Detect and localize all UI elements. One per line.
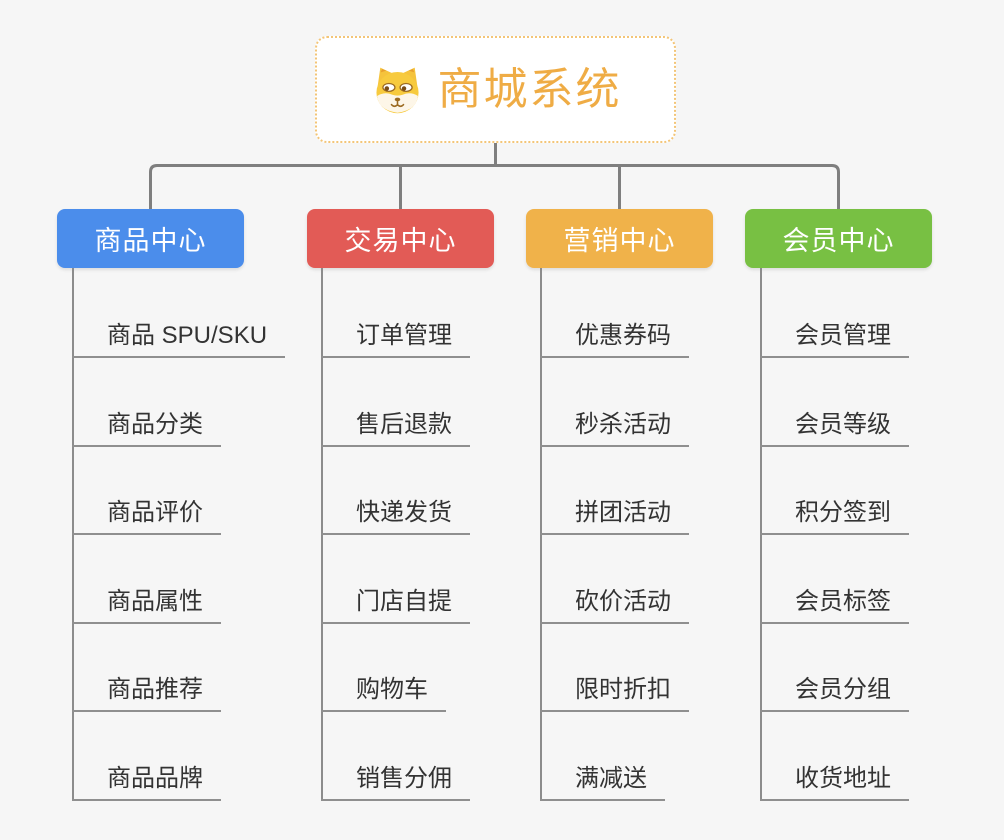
leaf-points-checkin[interactable]: 积分签到 — [760, 499, 909, 535]
leaf-sales-commission[interactable]: 销售分佣 — [321, 765, 470, 801]
leaf-shopping-cart[interactable]: 购物车 — [321, 676, 446, 712]
leaf-member-tag[interactable]: 会员标签 — [760, 588, 909, 624]
leaf-full-reduction[interactable]: 满减送 — [540, 765, 665, 801]
branch-product-center[interactable]: 商品中心 — [57, 209, 244, 268]
leaf-member-management[interactable]: 会员管理 — [760, 322, 909, 358]
leaf-product-recommend[interactable]: 商品推荐 — [72, 676, 221, 712]
dog-face-icon — [370, 65, 425, 115]
leaf-product-spu-sku[interactable]: 商品 SPU/SKU — [72, 322, 286, 358]
branch-trade-center[interactable]: 交易中心 — [307, 209, 494, 268]
leaf-bargain-activity[interactable]: 砍价活动 — [540, 588, 689, 624]
leaf-coupon-code[interactable]: 优惠券码 — [540, 322, 689, 358]
branch-marketing-center[interactable]: 营销中心 — [526, 209, 713, 268]
leaf-group-buy[interactable]: 拼团活动 — [540, 499, 689, 535]
root-title: 商城系统 — [437, 64, 622, 114]
leaf-express-delivery[interactable]: 快递发货 — [321, 499, 470, 535]
root-node[interactable]: 商城系统 — [315, 36, 676, 143]
leaf-product-brand[interactable]: 商品品牌 — [72, 765, 221, 801]
branch-member-center[interactable]: 会员中心 — [745, 209, 932, 268]
leaf-flash-sale[interactable]: 秒杀活动 — [540, 411, 689, 447]
leaf-member-group[interactable]: 会员分组 — [760, 676, 909, 712]
leaf-after-sale-refund[interactable]: 售后退款 — [321, 411, 470, 447]
leaf-limited-time-discount[interactable]: 限时折扣 — [540, 676, 689, 712]
leaf-product-category[interactable]: 商品分类 — [72, 411, 221, 447]
leaf-member-level[interactable]: 会员等级 — [760, 411, 909, 447]
leaf-product-review[interactable]: 商品评价 — [72, 499, 221, 535]
leaf-product-attribute[interactable]: 商品属性 — [72, 588, 221, 624]
leaf-order-management[interactable]: 订单管理 — [321, 322, 470, 358]
leaf-store-pickup[interactable]: 门店自提 — [321, 588, 470, 624]
leaf-shipping-address[interactable]: 收货地址 — [760, 765, 909, 801]
